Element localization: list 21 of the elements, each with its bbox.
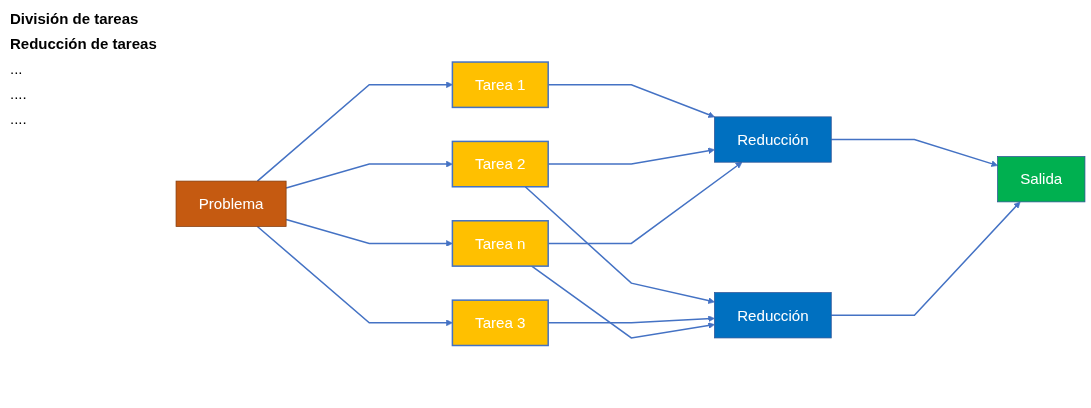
arrow	[524, 186, 715, 305]
arrow	[531, 265, 715, 339]
ellipsis-text: ....	[10, 85, 28, 102]
column-heading: División de tareas	[10, 10, 140, 27]
node-box: Reducción	[714, 292, 832, 339]
ellipsis-text: ....	[10, 110, 28, 127]
ellipsis-text: ...	[10, 60, 24, 77]
node-box: Salida	[997, 156, 1086, 203]
arrow	[830, 139, 998, 168]
node-box: Tarea 1	[451, 61, 549, 109]
node-box: Tarea n	[451, 220, 549, 268]
arrow	[285, 219, 453, 247]
arrow	[256, 81, 453, 183]
arrow	[256, 225, 453, 327]
arrow	[830, 201, 1021, 317]
node-box: Reducción	[714, 116, 832, 163]
column-heading: Reducción de tareas	[10, 35, 158, 52]
node-box: Problema	[175, 180, 287, 228]
node-box: Tarea 2	[451, 140, 549, 188]
node-box: Tarea 3	[451, 299, 549, 347]
arrow	[285, 161, 453, 189]
